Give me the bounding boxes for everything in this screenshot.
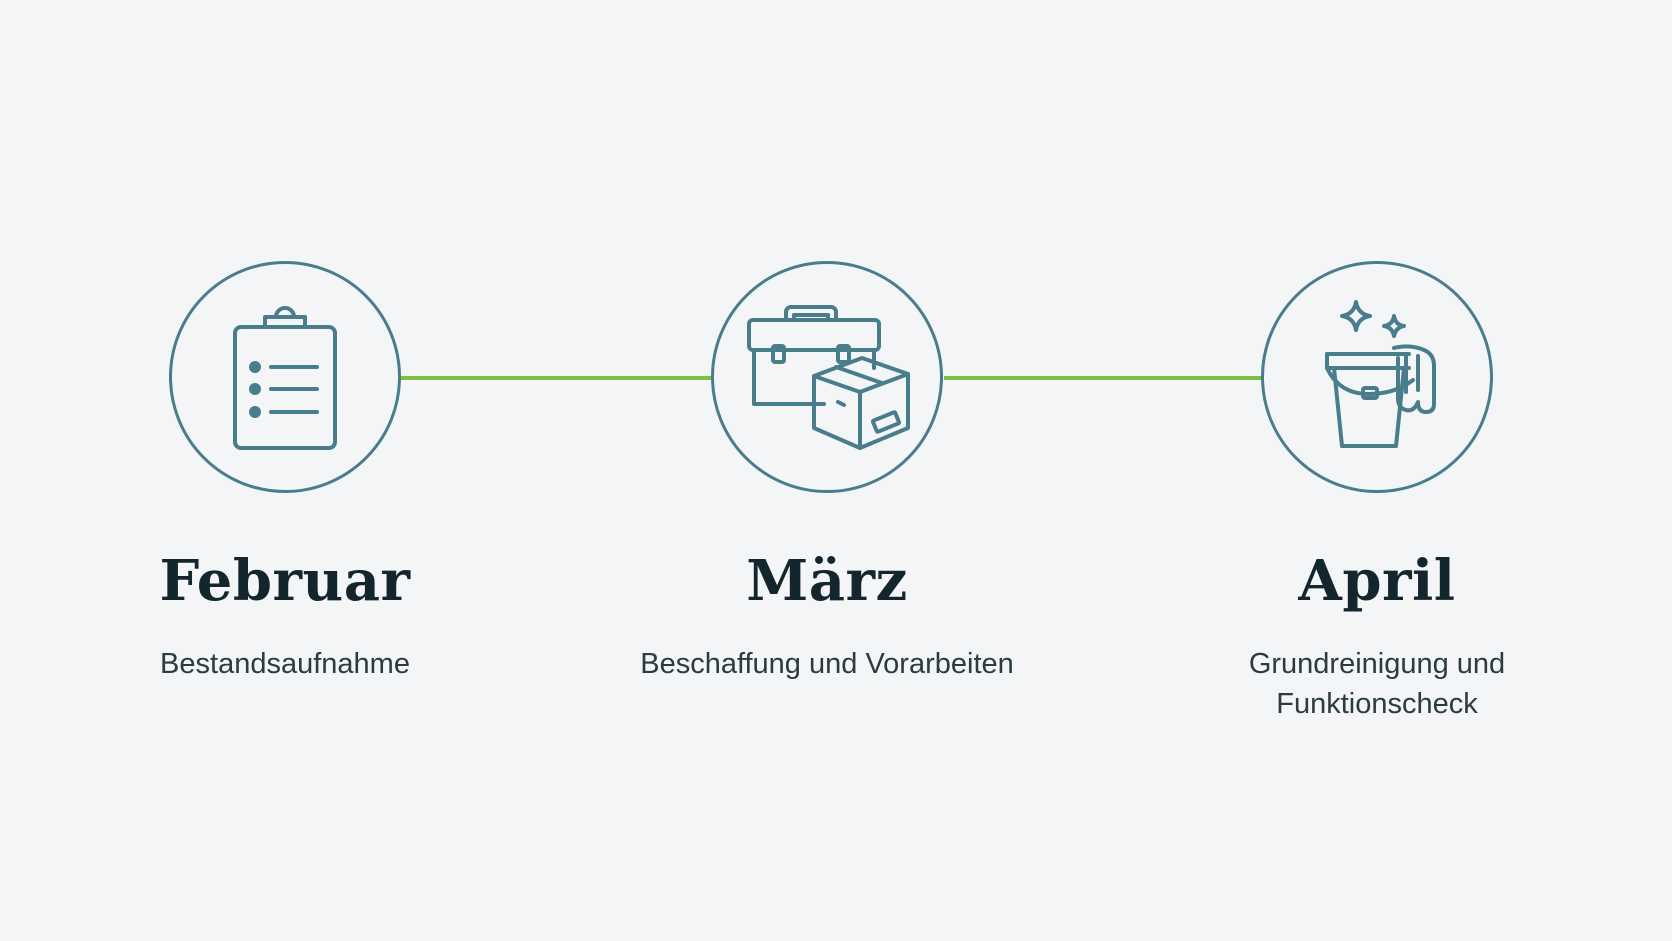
- step-icon-circle: [1261, 261, 1493, 493]
- step-month: April: [1298, 548, 1456, 614]
- step-icon-circle: [711, 261, 943, 493]
- step-month: März: [746, 548, 908, 614]
- step-icon-circle: [169, 261, 401, 493]
- toolbox-and-box-icon: [747, 305, 910, 450]
- step-description: Grundreinigung und Funktionscheck: [1248, 648, 1506, 720]
- step-description: Bestandsaufnahme: [160, 648, 410, 680]
- timeline-connector-1: [400, 376, 711, 380]
- timeline-connector-2: [944, 376, 1264, 380]
- clipboard-checklist-icon: [233, 306, 337, 450]
- step-description: Beschaffung und Vorarbeiten: [640, 648, 1014, 680]
- cleaning-bucket-icon: [1325, 300, 1436, 448]
- step-month: Februar: [159, 548, 411, 614]
